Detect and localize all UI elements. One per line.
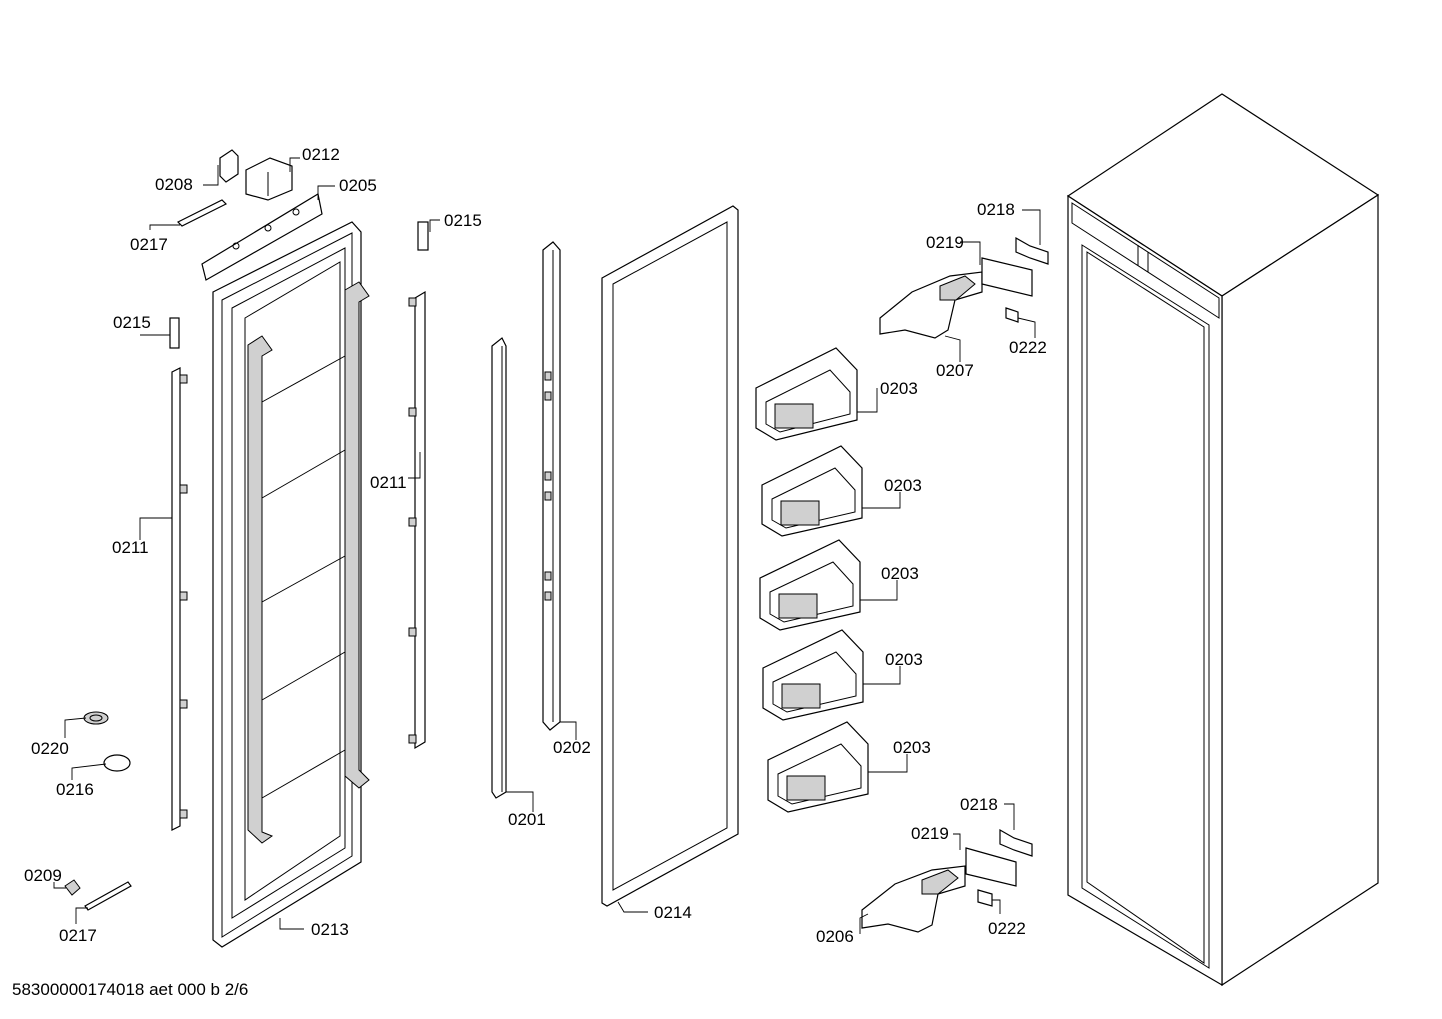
door-panel <box>212 221 370 948</box>
label-0216: 0216 <box>56 780 94 799</box>
label-0212: 0212 <box>302 145 340 164</box>
hinge-top-assembly <box>879 236 1049 339</box>
label-0218-top: 0218 <box>977 200 1015 219</box>
label-0208: 0208 <box>155 175 193 194</box>
label-0203-5: 0203 <box>893 738 931 757</box>
door-bin-2 <box>761 445 863 537</box>
shelf-rail-left <box>171 367 188 831</box>
small-parts-lower-left <box>64 711 132 911</box>
label-0219-top: 0219 <box>926 233 964 252</box>
door-gasket <box>601 205 739 907</box>
label-0209: 0209 <box>24 866 62 885</box>
hinge-bottom-assembly <box>861 828 1033 933</box>
door-bin-5 <box>767 721 869 813</box>
label-0213: 0213 <box>311 920 349 939</box>
label-0214: 0214 <box>654 903 692 922</box>
label-0203-1: 0203 <box>880 379 918 398</box>
label-0211-left: 0211 <box>112 538 149 557</box>
label-0217-top: 0217 <box>130 235 168 254</box>
document-id: 58300000174018 aet 000 b 2/6 <box>12 980 249 999</box>
door-strip-outer <box>542 241 561 731</box>
label-0222-bottom: 0222 <box>988 919 1026 938</box>
cabinet-body <box>1066 93 1380 987</box>
label-0215-top: 0215 <box>444 211 482 230</box>
door-bin-4 <box>762 629 864 721</box>
label-0203-4: 0203 <box>885 650 923 669</box>
label-0206: 0206 <box>816 927 854 946</box>
label-0217-bottom: 0217 <box>59 926 97 945</box>
label-0205: 0205 <box>339 176 377 195</box>
top-hinge-parts <box>169 149 429 349</box>
door-strip-inner <box>491 337 507 799</box>
part-labels: 0208 0212 0205 0217 0215 0215 0211 0211 … <box>24 145 1047 946</box>
label-0220: 0220 <box>31 739 69 758</box>
label-0207: 0207 <box>936 361 974 380</box>
door-bin-3 <box>759 539 861 631</box>
shelf-rail-middle <box>408 290 426 750</box>
label-0218-bottom: 0218 <box>960 795 998 814</box>
label-0222-top: 0222 <box>1009 338 1047 357</box>
door-bin-1 <box>755 347 858 441</box>
leader-lines <box>53 157 1041 934</box>
label-0211-middle: 0211 <box>370 473 407 492</box>
label-0202: 0202 <box>553 738 591 757</box>
label-0215-left: 0215 <box>113 313 151 332</box>
label-0203-3: 0203 <box>881 564 919 583</box>
label-0203-2: 0203 <box>884 476 922 495</box>
label-0219-bottom: 0219 <box>911 824 949 843</box>
label-0201: 0201 <box>508 810 546 829</box>
